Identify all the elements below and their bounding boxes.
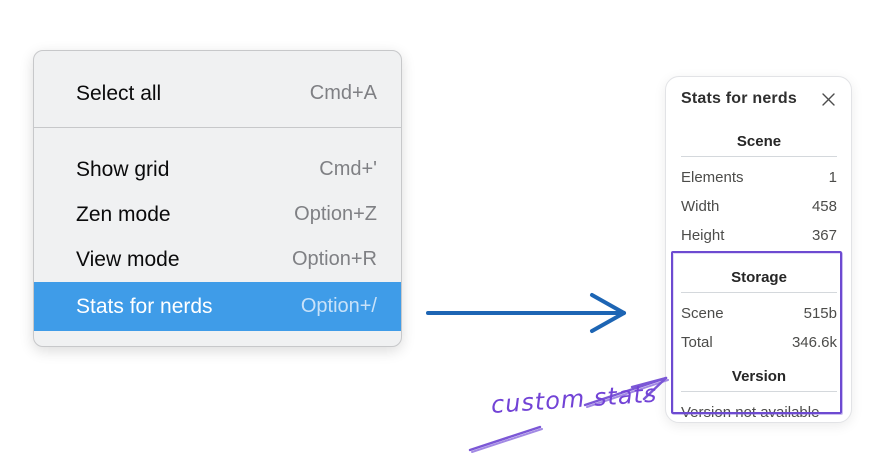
menu-item-select-all[interactable]: Select all Cmd+A: [34, 71, 401, 116]
menu-item-label: View mode: [76, 247, 180, 271]
stat-label: Elements: [681, 169, 744, 186]
stat-label: Scene: [681, 305, 724, 322]
close-icon[interactable]: [819, 90, 837, 108]
menu-item-label: Show grid: [76, 157, 170, 181]
menu-section-top: Select all Cmd+A: [34, 51, 401, 127]
stat-value: 367: [811, 227, 837, 244]
scene-heading: Scene: [736, 133, 782, 150]
stat-row-height: Height 367: [681, 227, 837, 244]
menu-item-shortcut: Cmd+': [319, 158, 377, 180]
version-note: Version not available: [681, 404, 820, 421]
section-divider: [681, 156, 837, 157]
annotation-label: custom stats: [490, 379, 659, 419]
section-divider: [681, 292, 837, 293]
storage-section: Storage Scene 515b Total 346.6k: [681, 269, 837, 351]
stat-label: Width: [681, 198, 720, 215]
context-menu: Select all Cmd+A Show grid Cmd+' Zen mod…: [33, 50, 402, 347]
stat-value: 458: [811, 198, 837, 215]
stat-row-total-size: Total 346.6k: [681, 334, 837, 351]
menu-item-shortcut: Option+R: [291, 248, 377, 270]
menu-item-view-mode[interactable]: View mode Option+R: [34, 237, 401, 282]
stat-value: 1: [828, 169, 837, 186]
stat-value: 346.6k: [791, 334, 837, 351]
stat-label: Total: [681, 334, 713, 351]
menu-item-shortcut: Cmd+A: [309, 82, 377, 104]
menu-item-stats-for-nerds[interactable]: Stats for nerds Option+/: [34, 282, 401, 331]
stat-value: 515b: [803, 305, 837, 322]
scene-section: Scene Elements 1 Width 458 Height 367: [681, 133, 837, 244]
menu-item-shortcut: Option+/: [300, 295, 377, 317]
menu-item-label: Select all: [76, 81, 162, 105]
menu-item-label: Zen mode: [76, 202, 171, 226]
arrow-menu-to-panel: [426, 293, 626, 333]
menu-divider: [34, 127, 401, 128]
menu-item-show-grid[interactable]: Show grid Cmd+': [34, 147, 401, 192]
stat-row-scene-size: Scene 515b: [681, 305, 837, 322]
menu-item-shortcut: Option+Z: [294, 203, 377, 225]
version-section: Version Version not available: [681, 368, 837, 421]
stat-row-elements: Elements 1: [681, 169, 837, 186]
menu-item-label: Stats for nerds: [76, 294, 213, 318]
stat-row-width: Width 458: [681, 198, 837, 215]
stats-panel: Stats for nerds Scene Elements 1 Width 4…: [665, 76, 852, 423]
menu-item-zen-mode[interactable]: Zen mode Option+Z: [34, 192, 401, 237]
stats-panel-title: Stats for nerds: [681, 90, 797, 107]
version-heading: Version: [731, 368, 787, 385]
stat-label: Height: [681, 227, 725, 244]
stats-panel-header: Stats for nerds: [681, 90, 837, 108]
menu-section-main: Show grid Cmd+' Zen mode Option+Z View m…: [34, 128, 401, 346]
storage-heading: Storage: [731, 269, 787, 286]
section-divider: [681, 391, 837, 392]
